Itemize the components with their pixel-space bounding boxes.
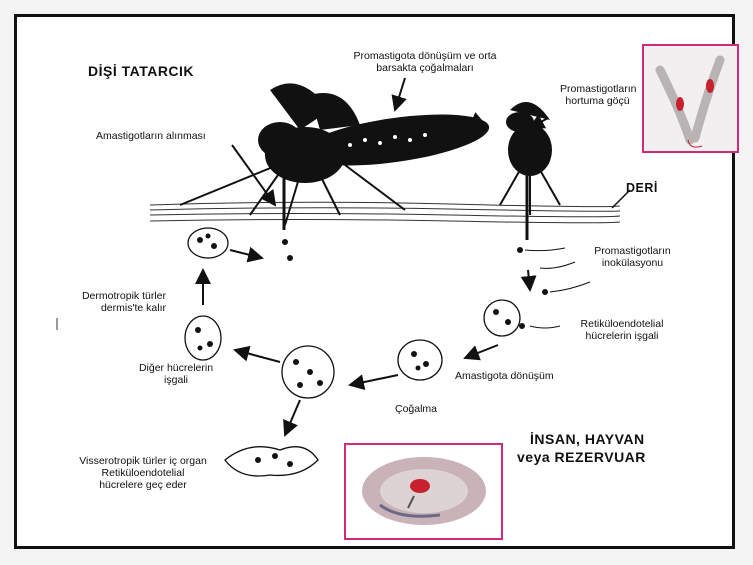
title-female-sandfly: DİŞİ TATARCIK — [88, 63, 194, 80]
label-dermotropic: Dermotropik türler dermis'te kalır — [64, 290, 166, 314]
label-skin: DERİ — [626, 181, 658, 196]
label-promastigote-transform: Promastigota dönüşüm ve orta barsakta ço… — [340, 50, 510, 74]
label-proliferation: Çoğalma — [395, 403, 437, 415]
label-amastigote-transform: Amastigota dönüşüm — [455, 370, 554, 382]
sandfly-small — [506, 102, 552, 176]
label-reticuloendothelial-invasion: Retiküloendotelial hücrelerin işgali — [572, 318, 672, 342]
label-promastigote-migration: Promastigotların hortuma göçü — [560, 83, 635, 107]
label-other-cells: Diğer hücrelerin işgali — [136, 362, 216, 386]
skin-layer — [150, 202, 620, 223]
label-host-line1: İNSAN, HAYVAN — [530, 431, 645, 448]
rbc-inset — [345, 444, 502, 539]
label-promastigote-inoculation: Promastigotların inokülasyonu — [585, 245, 680, 269]
infected-cells — [185, 228, 520, 476]
label-host-line2: veya REZERVUAR — [517, 449, 646, 466]
sandfly-feeding — [258, 83, 492, 183]
label-visceratropic: Visserotropik türler iç organ Retiküloen… — [68, 455, 218, 491]
promastigote-inset — [643, 45, 738, 152]
label-amastigote-uptake: Amastigotların alınması — [96, 130, 206, 142]
